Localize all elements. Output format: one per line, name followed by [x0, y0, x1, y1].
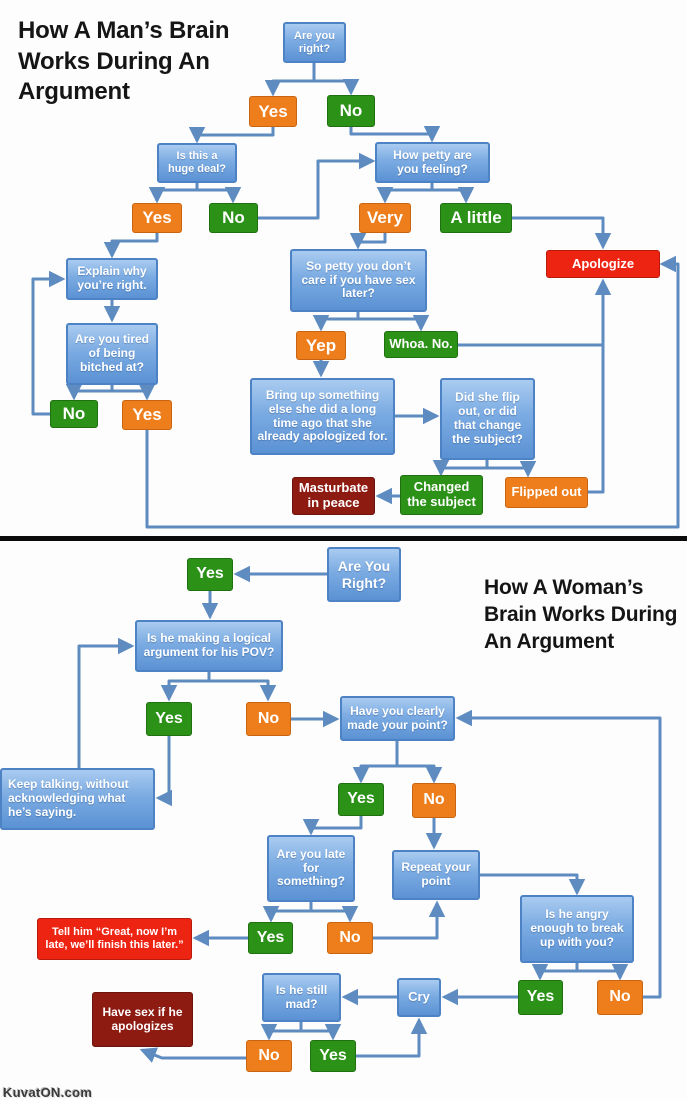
flow-connector [480, 873, 586, 896]
node-a-little: A little [440, 203, 512, 233]
node-w-still-mad: Is he still mad? [262, 973, 341, 1022]
node-w-no-mad: No [246, 1040, 292, 1072]
node-changed-subject: Changed the subject [400, 475, 483, 515]
node-w-no-angry: No [597, 980, 643, 1015]
flow-connector [112, 383, 156, 401]
flow-connector [188, 126, 275, 144]
flow-connector [139, 1047, 246, 1063]
node-apologize: Apologize [546, 250, 660, 278]
node-w-angry: Is he angry enough to break up with you? [520, 895, 634, 963]
node-w-keep-talking: Keep talking, without acknowledging what… [0, 768, 155, 830]
flow-connector [512, 216, 612, 250]
flow-connector [302, 816, 363, 836]
flow-connector [103, 233, 159, 259]
node-yes-tired: Yes [122, 400, 172, 430]
flow-connector [356, 1017, 428, 1058]
flow-connector [209, 679, 277, 702]
node-tired-bitched: Are you tired of being bitched at? [66, 323, 158, 385]
node-explain-right: Explain why you’re right. [66, 258, 158, 300]
flow-connector [262, 905, 311, 923]
flow-connector [312, 314, 358, 332]
flow-connector [160, 679, 209, 702]
flow-connector [397, 764, 443, 784]
flow-connector [260, 1023, 301, 1041]
node-w-yes-angry: Yes [518, 980, 563, 1015]
flow-connector [264, 79, 314, 97]
flow-connector [31, 270, 66, 416]
node-flipped-out: Flipped out [505, 477, 588, 508]
flow-connector [432, 186, 475, 204]
flow-connector [301, 1023, 342, 1041]
node-w-yes-point: Yes [338, 783, 384, 816]
node-w-yes-mad: Yes [310, 1040, 356, 1072]
node-no-huge: No [209, 203, 258, 233]
flow-connector [197, 186, 242, 204]
node-w-logical: Is he making a logical argument for his … [135, 620, 283, 672]
flow-connector [358, 314, 430, 332]
node-yep: Yep [296, 331, 346, 360]
flow-connector [314, 78, 360, 96]
node-w-no-logical: No [246, 702, 291, 736]
flow-connector [148, 186, 197, 204]
node-w-late: Are you late for something? [267, 835, 355, 902]
node-flip-or-change: Did she flip out, or did that change the… [440, 378, 535, 460]
flow-connector [373, 900, 446, 940]
node-are-you-right: Are you right? [283, 22, 346, 63]
node-no-tired: No [50, 400, 98, 428]
node-bring-up: Bring up something else she did a long t… [250, 378, 395, 455]
node-w-have-sex: Have sex if he apologizes [92, 992, 193, 1047]
flow-connector [311, 905, 359, 923]
node-w-are-you-right: Are You Right? [327, 547, 401, 602]
node-w-tell-him: Tell him “Great, now I’m late, we’ll fin… [37, 918, 192, 960]
node-w-point: Have you clearly made your point? [340, 696, 455, 741]
flow-connector [432, 459, 487, 477]
flow-connector [487, 460, 537, 478]
watermark-text: KuvatON.com [3, 1085, 93, 1100]
flow-connector [77, 637, 135, 768]
flow-connector [588, 278, 612, 494]
node-masturbate: Masturbate in peace [292, 477, 375, 515]
flow-connector [258, 152, 376, 220]
node-huge-deal: Is this a huge deal? [157, 143, 237, 183]
woman-flowchart-title: How A Woman’s Brain Works During An Argu… [484, 576, 678, 653]
node-very: Very [359, 203, 411, 233]
section-divider [0, 536, 687, 541]
flow-connector [531, 963, 577, 981]
node-yes-right: Yes [249, 96, 297, 127]
node-w-repeat: Repeat your point [392, 850, 480, 900]
node-no-right: No [327, 95, 375, 127]
node-yes-huge: Yes [132, 203, 182, 233]
node-how-petty: How petty are you feeling? [375, 142, 490, 183]
node-w-yes-logical: Yes [146, 702, 192, 736]
flow-connector [349, 232, 387, 250]
flow-connector [352, 764, 397, 784]
node-w-yes-right: Yes [187, 558, 233, 591]
flow-connector [577, 963, 629, 981]
node-whoa-no: Whoa. No. [384, 331, 458, 358]
flow-connector [349, 125, 441, 143]
flow-connector [376, 186, 432, 204]
node-w-cry: Cry [397, 978, 441, 1017]
node-so-petty: So petty you don’t care if you have sex … [290, 249, 427, 312]
node-w-no-point: No [412, 783, 456, 818]
node-w-no-late: No [327, 922, 373, 954]
node-w-yes-late: Yes [248, 922, 293, 954]
man-flowchart-title: How A Man’s Brain Works During An Argume… [18, 17, 230, 106]
flow-connector [155, 736, 173, 807]
flow-connector [65, 383, 112, 401]
